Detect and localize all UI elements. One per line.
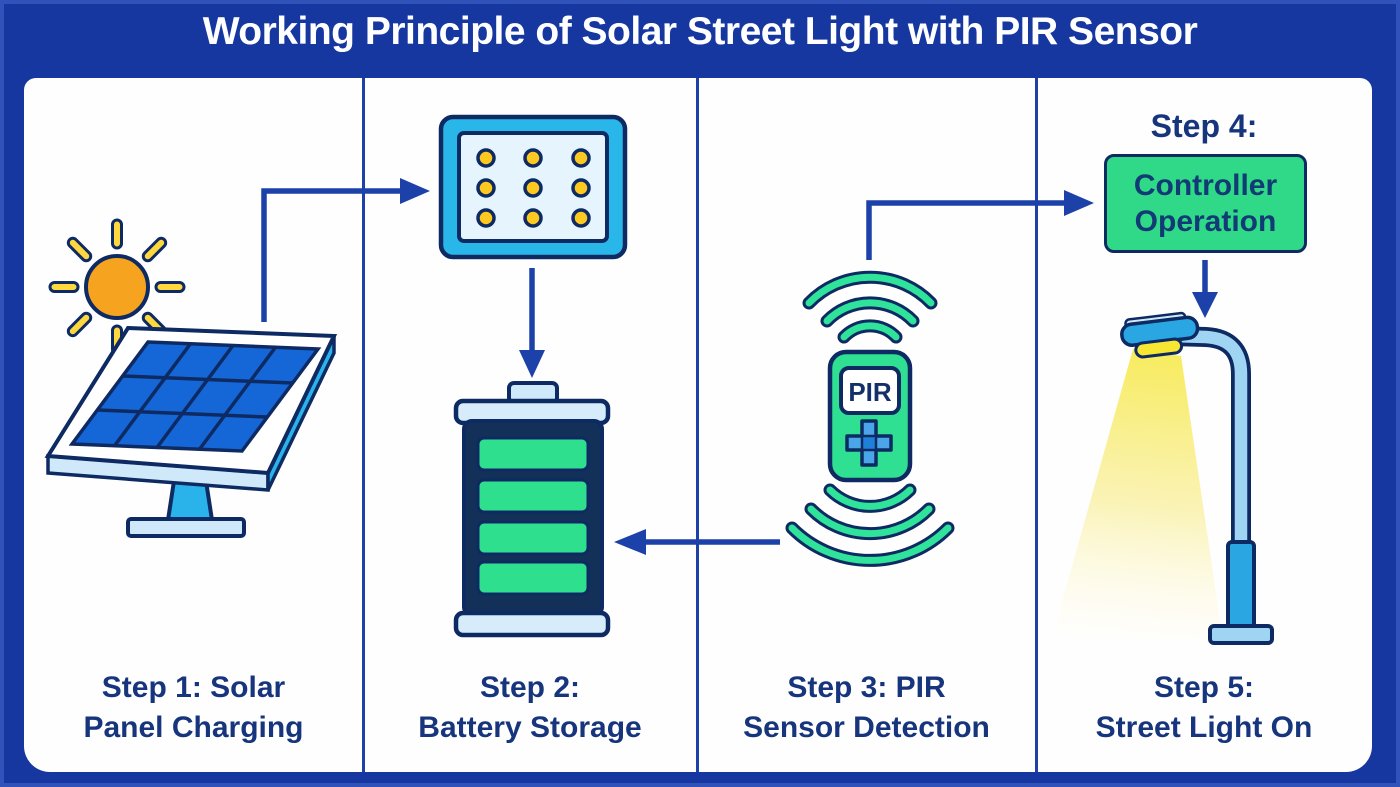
- column-divider-3: [1035, 78, 1038, 772]
- step2-caption: Step 2: Battery Storage: [418, 671, 642, 744]
- step3-caption: Step 3: PIR Sensor Detection: [743, 671, 990, 744]
- step4-heading: Step 4:: [1150, 108, 1258, 144]
- controller-operation-label: Controller Operation: [1133, 169, 1278, 238]
- page-title: Working Principle of Solar Street Light …: [202, 10, 1198, 53]
- step5-caption: Step 5: Street Light On: [1095, 671, 1313, 744]
- controller-operation-box: Controller Operation: [1104, 154, 1307, 253]
- column-divider-2: [696, 78, 699, 772]
- step1-caption: Step 1: Solar Panel Charging: [83, 671, 304, 744]
